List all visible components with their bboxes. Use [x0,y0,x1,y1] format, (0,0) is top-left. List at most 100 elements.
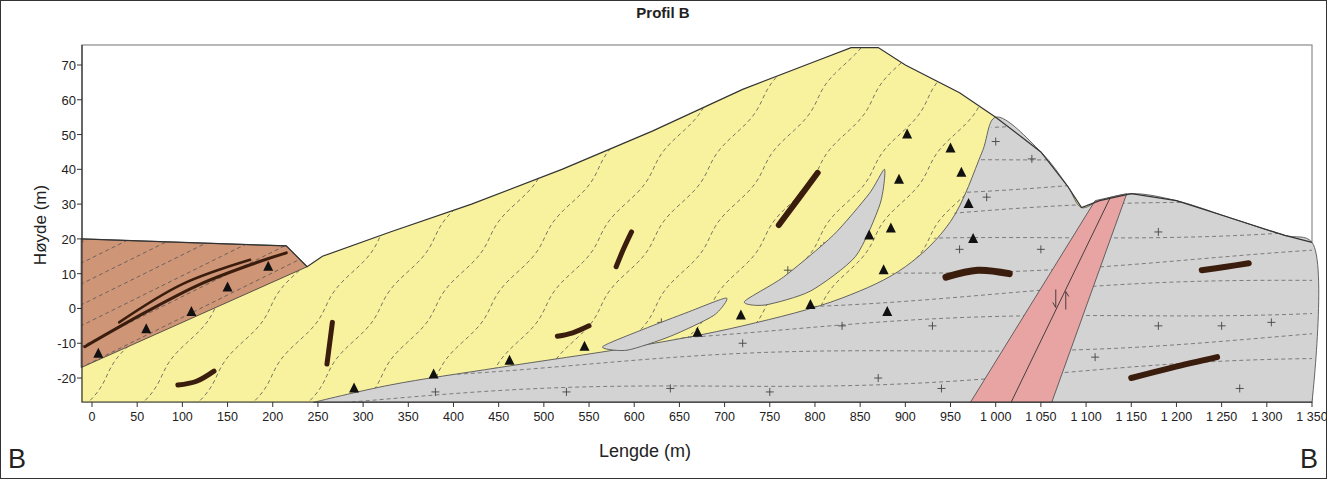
axis-tick-label: 950 [940,411,961,424]
axis-tick-label: 1 050 [1025,411,1056,424]
plus-symbol [766,388,774,396]
axis-tick-label: 800 [805,411,826,424]
thrust-symbol [349,382,359,392]
foliation-line [74,288,327,413]
dark-lens [327,322,332,364]
axis-tick-label: 500 [533,411,554,424]
tick-mark [77,169,82,170]
axis-tick-label: 70 [62,59,76,72]
dike [970,194,1126,403]
tick-mark [1221,402,1222,407]
tick-mark [1266,402,1267,407]
dark-lens [1202,263,1249,270]
foliation-line [74,121,327,246]
grey-unit [313,117,1318,402]
thrust-symbol [894,174,904,184]
dark-lens [557,326,589,336]
tick-mark [1312,402,1313,407]
thrust-symbol [879,264,889,274]
tick-mark [453,402,454,407]
foliation-line [135,0,464,410]
grey-lens [602,298,727,351]
axis-tick-label: 10 [62,267,76,280]
axis-tick-label: 1 150 [1116,411,1147,424]
axis-tick-label: 40 [62,163,76,176]
axis-tick-label: 450 [488,411,509,424]
plus-symbol [431,388,439,396]
dark-lens [85,253,287,347]
tick-mark [950,402,951,407]
tick-mark [408,402,409,407]
tick-mark [317,402,318,407]
thrust-symbol [141,323,151,333]
dark-lens [119,260,250,323]
axis-title: Lengde (m) [599,442,691,460]
axis-tick-label: 0 [89,411,96,424]
tick-mark [1176,402,1177,407]
thrust-symbol [186,306,196,316]
fault-arrow [1053,290,1069,310]
foliation-line [80,0,409,410]
plus-symbol [666,384,674,392]
tick-mark [860,402,861,407]
foliation-line [0,0,299,410]
thrust-symbol [805,299,815,309]
tick-mark [77,273,82,274]
plus-symbol [1028,155,1036,163]
foliation-line [0,0,79,410]
axis-tick-label: 1 250 [1206,411,1237,424]
thrust-symbol [580,341,590,351]
plus-symbol [983,193,991,201]
foliation-line [74,246,327,371]
tick-mark [77,308,82,309]
plus-symbol [874,374,882,382]
axis-tick-label: 550 [579,411,600,424]
axis-tick-label: 60 [62,93,76,106]
tick-mark [905,402,906,407]
axis-tick-label: 20 [62,232,76,245]
plus-symbol [838,322,846,330]
tick-mark [77,343,82,344]
plus-symbol [1236,384,1244,392]
plus-symbol [739,339,747,347]
axis-tick-label: 1 300 [1251,411,1282,424]
tick-mark [272,402,273,407]
tick-mark [1086,402,1087,407]
plus-symbol [956,245,964,253]
axis-tick-label: 900 [895,411,916,424]
foliation-line [240,124,1320,159]
tick-mark [363,402,364,407]
axis-tick-label: 750 [759,411,780,424]
thrust-symbol [223,282,233,292]
tick-mark [724,402,725,407]
tick-mark [77,134,82,135]
tick-mark [1040,402,1041,407]
dark-lens [946,270,1009,277]
foliation-line [300,0,629,410]
brown-unit [81,239,307,368]
tick-mark [77,65,82,66]
dark-lens [178,371,214,385]
axis-tick-label: 1 000 [980,411,1011,424]
foliation-line [25,0,354,410]
foliation-line [240,333,1320,379]
axis-tick-label: 400 [443,411,464,424]
tick-mark [77,204,82,205]
thrust-symbol [946,142,956,152]
axis-tick-label: 0 [69,302,76,315]
plus-symbol [1091,353,1099,361]
tick-mark [182,402,183,407]
plus-symbol [937,384,945,392]
title: Profil B [636,5,689,20]
axis-tick-label: 50 [62,128,76,141]
plus-symbol [1218,322,1226,330]
profile-end-label: B [8,446,26,473]
tick-mark [995,402,996,407]
axis-tick-label: 650 [669,411,690,424]
foliation-line [240,168,1320,221]
tick-mark [814,402,815,407]
thrust-symbol [886,222,896,232]
plus-symbol [562,388,570,396]
